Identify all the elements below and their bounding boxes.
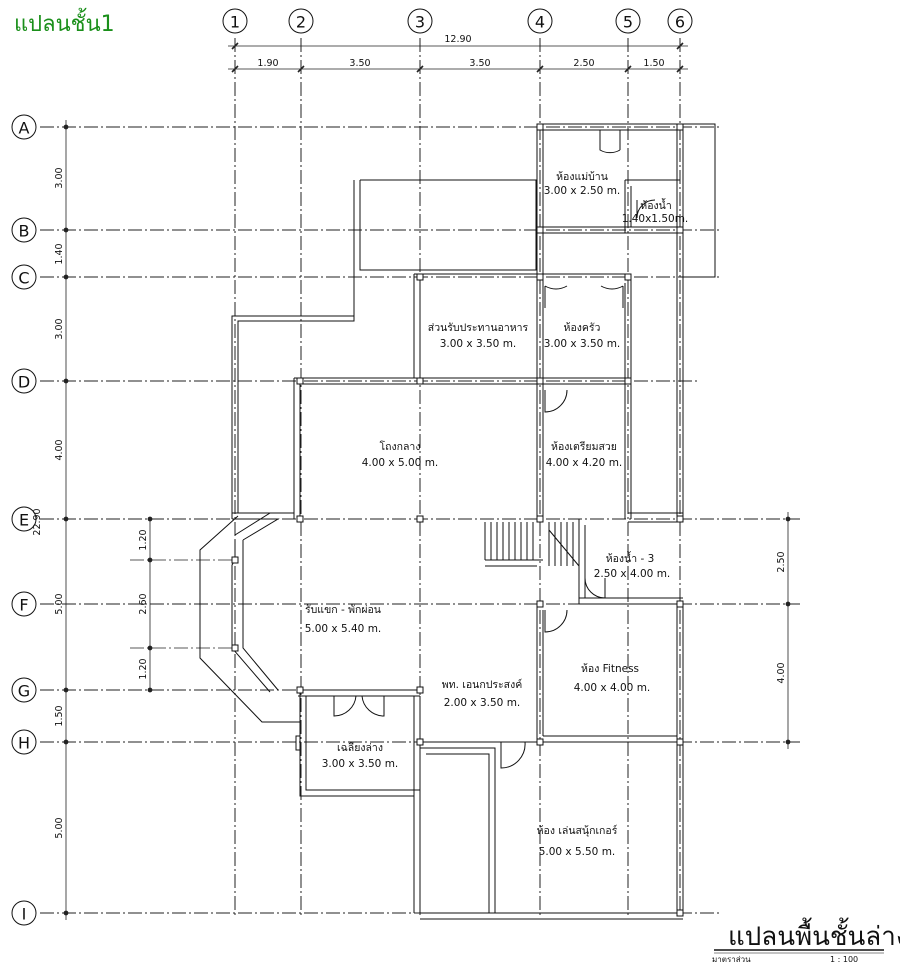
room-size-fitness: 4.00 x 4.00 m. <box>574 682 651 694</box>
walls <box>199 123 716 920</box>
column-label-3: 3 <box>415 13 425 32</box>
dimension-left-5: 5.00 <box>54 593 65 614</box>
room-size-snooker: 5.00 x 5.50 m. <box>539 846 616 858</box>
dimension-left-1: 3.00 <box>54 167 65 188</box>
title-block: แปลนพื้นชั้นล่าง มาตราส่วน 1 : 100 <box>712 917 900 964</box>
column-label-5: 5 <box>623 13 633 32</box>
column-label-1: 1 <box>230 13 240 32</box>
dimension-left-7: 5.00 <box>54 817 65 838</box>
room-name-kitchen: ห้องครัว <box>564 322 601 334</box>
room-name-multipurpose: พท. เอนกประสงค์ <box>442 678 522 691</box>
column-label-2: 2 <box>296 13 306 32</box>
room-size-living: 5.00 x 5.40 m. <box>305 623 382 635</box>
room-size-multipurpose: 2.00 x 3.50 m. <box>444 697 521 709</box>
dimension-left-6: 1.50 <box>54 705 65 726</box>
scale-label: มาตราส่วน <box>712 955 751 964</box>
room-name-terrace: เฉลียงล่าง <box>337 741 383 754</box>
dimension-right-2: 4.00 <box>776 662 787 683</box>
row-label-g: G <box>18 682 30 701</box>
room-size-terrace: 3.00 x 3.50 m. <box>322 758 399 770</box>
room-size-maid: 3.00 x 2.50 m. <box>544 185 621 197</box>
dimension-top-total: 12.90 <box>444 34 471 45</box>
door-swings <box>333 130 656 769</box>
row-label-d: D <box>18 373 30 392</box>
room-size-hall: 4.00 x 5.00 m. <box>362 457 439 469</box>
drawing-title: แปลนพื้นชั้นล่าง <box>728 917 900 952</box>
room-size-beauty: 4.00 x 4.20 m. <box>546 457 623 469</box>
dimension-left-4: 4.00 <box>54 439 65 460</box>
room-name-fitness: ห้อง Fitness <box>581 663 639 675</box>
page-title: แปลนชั้น1 <box>14 12 115 37</box>
room-size-bath-1: 1.40x1.50m. <box>622 213 689 225</box>
dimension-bay-3: 1.20 <box>138 658 149 679</box>
dimension-top-2: 3.50 <box>349 58 370 69</box>
column-axis-bubbles <box>222 8 693 34</box>
room-name-dining: ส่วนรับประทานอาหาร <box>428 322 529 334</box>
row-label-b: B <box>19 222 30 241</box>
staircase <box>484 522 580 567</box>
room-size-bath-3: 2.50 x 4.00 m. <box>594 568 671 580</box>
row-label-h: H <box>18 734 30 753</box>
room-size-kitchen: 3.00 x 3.50 m. <box>544 338 621 350</box>
dimension-bay-1: 1.20 <box>138 529 149 550</box>
room-name-maid: ห้องแม่บ้าน <box>556 171 608 183</box>
column-label-4: 4 <box>535 13 545 32</box>
column-posts <box>231 123 684 917</box>
row-axis-bubbles <box>11 114 37 926</box>
row-label-e: E <box>19 511 29 530</box>
dimension-right-1: 2.50 <box>776 551 787 572</box>
room-name-bath-3: ห้องน้ำ - 3 <box>606 551 655 565</box>
room-name-bath-1: ห้องน้ำ <box>640 198 671 212</box>
row-label-c: C <box>18 269 29 288</box>
scale-value: 1 : 100 <box>830 955 858 964</box>
room-name-hall: โถงกลาง <box>380 440 421 453</box>
dimension-lines <box>63 42 791 920</box>
dimension-left-3: 3.00 <box>54 318 65 339</box>
dimension-top-3: 3.50 <box>469 58 490 69</box>
room-name-beauty: ห้องเตรียมสวย <box>551 440 617 453</box>
row-label-i: I <box>22 905 27 924</box>
room-name-living: รับแขก - พักผ่อน <box>305 604 381 616</box>
row-label-f: F <box>19 596 28 615</box>
room-name-snooker: ห้อง เล่นสนุ้กเกอร์ <box>537 824 618 837</box>
room-size-dining: 3.00 x 3.50 m. <box>440 338 517 350</box>
dimension-top-5: 1.50 <box>643 58 664 69</box>
dimension-bay-2: 2.60 <box>138 593 149 614</box>
dimension-left-2: 1.40 <box>54 243 65 264</box>
dimension-top-1: 1.90 <box>257 58 278 69</box>
row-label-a: A <box>19 119 30 138</box>
dimension-top-4: 2.50 <box>573 58 594 69</box>
dimension-left-total: 22.90 <box>32 508 43 535</box>
column-label-6: 6 <box>675 13 685 32</box>
